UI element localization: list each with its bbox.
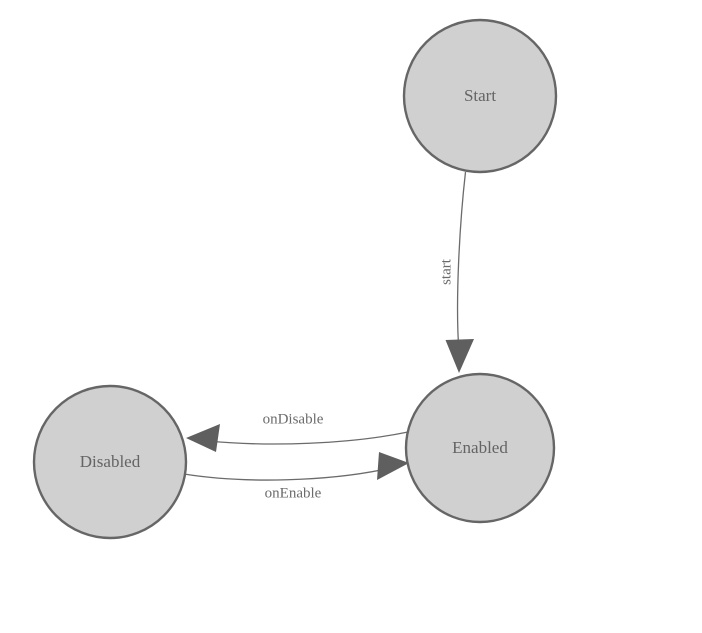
- edge-start-to-enabled-path: [456, 171, 467, 353]
- node-disabled-circle[interactable]: [32, 384, 188, 540]
- node-enabled-label: Enabled: [452, 438, 508, 457]
- edge-disabled-to-enabled[interactable]: onEnable: [183, 452, 409, 501]
- edge-disabled-to-enabled-label: onEnable: [265, 485, 322, 501]
- node-enabled[interactable]: Enabled: [404, 372, 556, 524]
- edge-enabled-to-disabled-path: [207, 431, 409, 445]
- node-disabled-label: Disabled: [80, 452, 141, 471]
- edge-start-to-enabled[interactable]: start: [438, 171, 474, 373]
- node-start-circle[interactable]: [402, 18, 558, 174]
- edge-disabled-to-enabled-arrowhead: [377, 452, 409, 480]
- edge-enabled-to-disabled-label: onDisable: [263, 411, 324, 427]
- node-disabled[interactable]: Disabled: [32, 384, 188, 540]
- node-start[interactable]: Start: [402, 18, 558, 174]
- node-enabled-circle[interactable]: [404, 372, 556, 524]
- edge-disabled-to-enabled-path: [183, 468, 387, 481]
- edge-start-to-enabled-label: start: [438, 258, 454, 285]
- edge-enabled-to-disabled[interactable]: onDisable: [186, 411, 409, 452]
- edge-start-to-enabled-arrowhead: [445, 339, 474, 373]
- edge-enabled-to-disabled-arrowhead: [186, 424, 220, 452]
- node-start-label: Start: [464, 86, 496, 105]
